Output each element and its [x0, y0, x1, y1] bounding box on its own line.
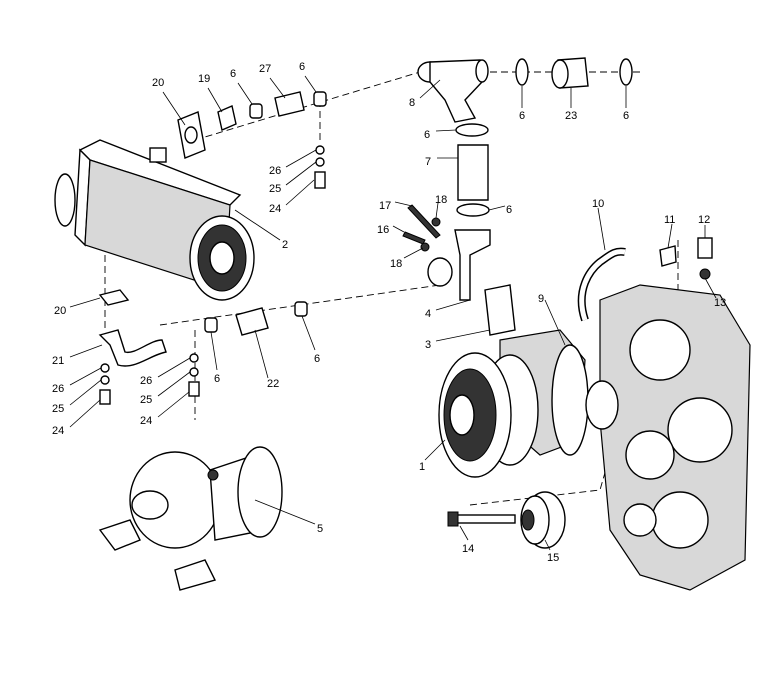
callout-label: 6: [424, 129, 430, 141]
callout-label: 14: [462, 543, 474, 555]
sea-water-pump: [98, 446, 283, 591]
water-pump: [438, 329, 589, 478]
callout-label: 1: [419, 461, 425, 473]
heat-exchanger: [54, 139, 255, 301]
callout-label: 24: [52, 425, 64, 437]
callout-label: 21: [52, 355, 64, 367]
lower-fittings: [98, 289, 308, 405]
callout-label: 25: [269, 183, 281, 195]
thermostat-parts: [402, 57, 633, 336]
callout-label: 5: [317, 523, 323, 535]
callout-label: 12: [698, 214, 710, 226]
leader-lines: [69, 75, 717, 551]
callout-label: 25: [52, 403, 64, 415]
callout-label: 9: [538, 293, 544, 305]
callout-label: 26: [140, 375, 152, 387]
callout-label: 6: [214, 373, 220, 385]
callout-label: 19: [198, 73, 210, 85]
callout-label: 13: [714, 297, 726, 309]
callout-label: 6: [623, 110, 629, 122]
callout-label: 6: [314, 353, 320, 365]
callout-label: 15: [547, 552, 559, 564]
callout-label: 2: [282, 239, 288, 251]
callout-label: 20: [152, 77, 164, 89]
callout-label: 18: [390, 258, 402, 270]
callout-labels: 20 19 6 27 6 8 6 23 6 6 7 26 25 24 2 17 …: [52, 61, 726, 564]
callout-label: 24: [140, 415, 152, 427]
front-cover: [585, 284, 751, 591]
callout-label: 27: [259, 63, 271, 75]
hose-and-brackets: [577, 237, 713, 322]
callout-label: 24: [269, 203, 281, 215]
callout-label: 4: [425, 308, 431, 320]
bolt-and-pulley: [447, 491, 566, 549]
callout-label: 11: [664, 214, 675, 226]
callout-label: 6: [230, 68, 236, 80]
callout-label: 7: [425, 156, 431, 168]
callout-label: 17: [379, 200, 391, 212]
callout-label: 18: [435, 194, 447, 206]
callout-label: 8: [409, 97, 415, 109]
callout-label: 25: [140, 394, 152, 406]
top-fittings: [177, 91, 327, 189]
callout-label: 26: [269, 165, 281, 177]
callout-label: 22: [267, 378, 279, 390]
callout-label: 6: [519, 110, 525, 122]
callout-label: 23: [565, 110, 577, 122]
callout-label: 16: [377, 224, 389, 236]
callout-label: 10: [592, 198, 604, 210]
callout-label: 26: [52, 383, 64, 395]
callout-label: 3: [425, 339, 431, 351]
callout-label: 20: [54, 305, 66, 317]
callout-label: 6: [506, 204, 512, 216]
callout-label: 6: [299, 61, 305, 73]
